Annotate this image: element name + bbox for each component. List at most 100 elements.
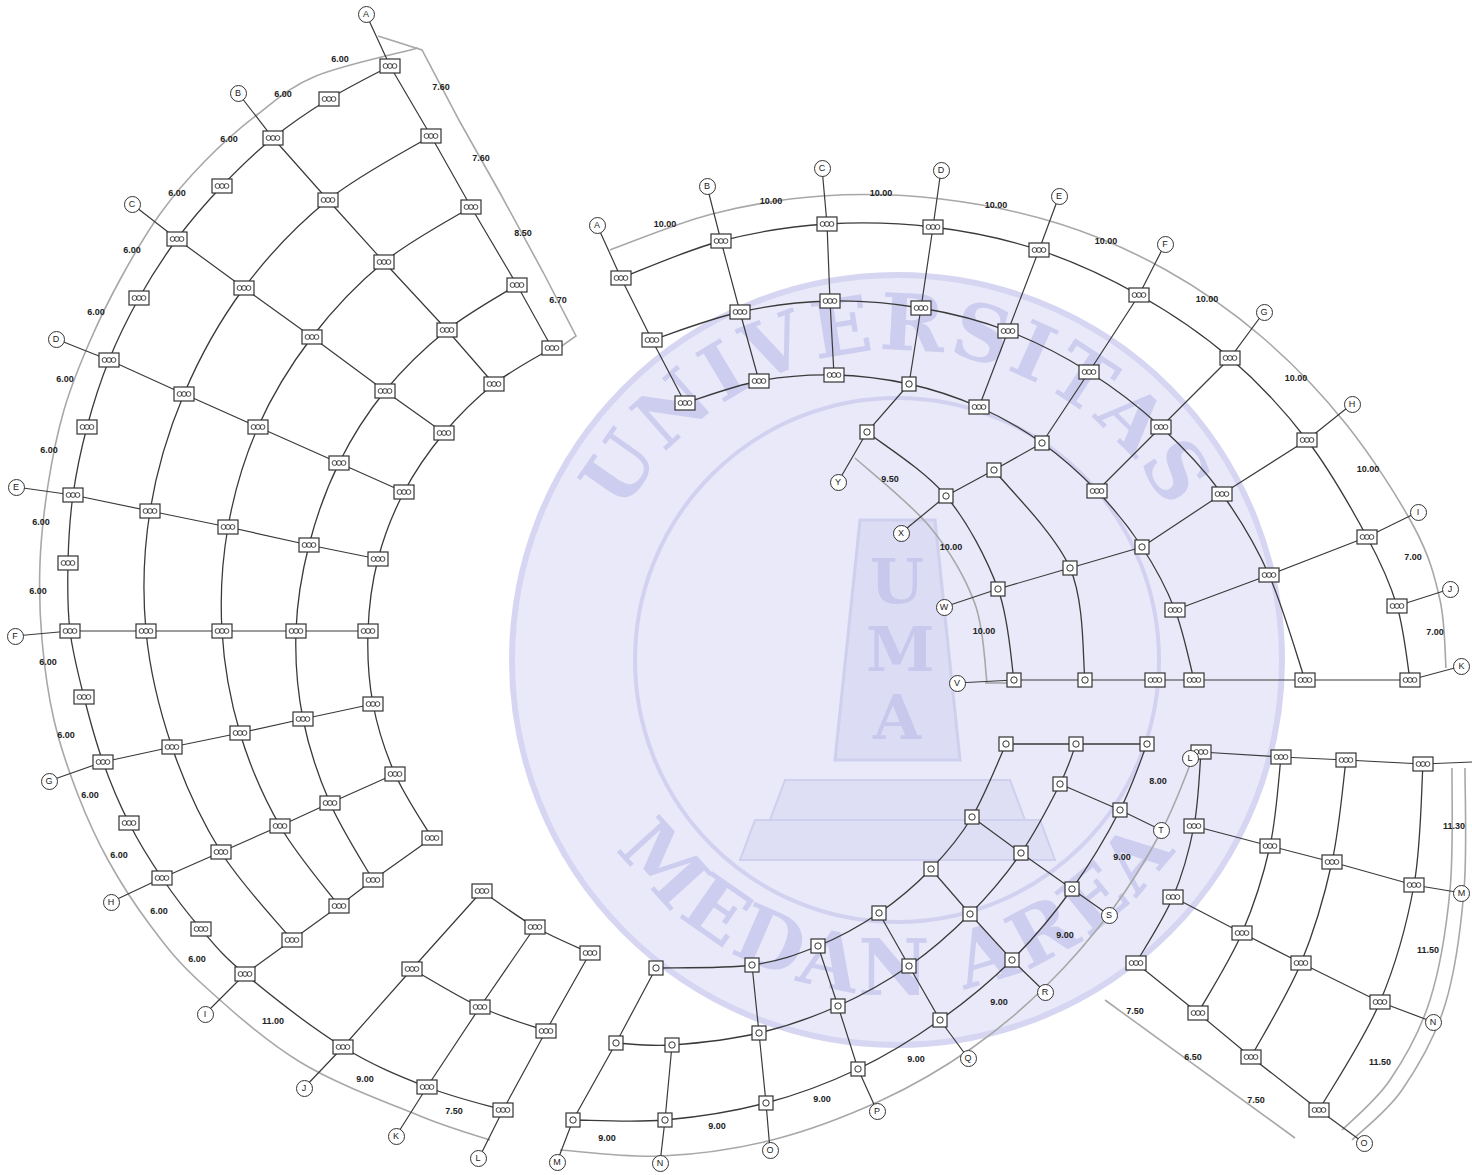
column-box [417,1080,437,1094]
grid-arc [482,891,590,953]
grid-arc [1198,757,1281,1013]
grid-label: T [1158,826,1164,835]
pile [1141,293,1146,298]
grid-bubble: L [1182,750,1199,767]
dimension-value: 6.00 [188,955,206,964]
column-symbol [1259,568,1279,582]
column-symbol [759,1096,773,1110]
column-box [129,291,149,305]
column-symbol [851,1062,865,1076]
dimension-value: 10.00 [973,627,996,636]
column-box [924,862,938,876]
pile [967,911,973,917]
pile [86,695,91,700]
column-box [235,967,255,981]
column-symbol [472,884,492,898]
grid-axis [879,913,968,1058]
column-symbol [1184,819,1204,833]
column-box [752,1026,766,1040]
pile [1321,1108,1326,1113]
grid-axis [909,170,941,384]
grid-axis [1175,512,1418,610]
grid-bubble: K [1453,658,1470,675]
column-symbol [299,538,319,552]
column-symbol [1065,882,1079,896]
grid-axis [1060,784,1161,830]
grid-bubble: W [936,599,953,616]
column-box [811,939,825,953]
pile [1041,248,1046,253]
pile [1307,678,1312,683]
column-box [1212,487,1232,501]
pile [1009,957,1015,963]
dimension-value: 6.00 [39,658,57,667]
column-box [437,323,457,337]
pile [864,429,870,435]
pile [570,1117,576,1123]
column-symbol [811,939,825,953]
dimension-value: 10.00 [870,189,893,198]
pile [995,586,1001,592]
grid-label: E [13,483,19,492]
pile [75,493,80,498]
column-box [525,920,545,934]
grid-bubble: E [8,479,25,496]
grid-bubble: J [1442,581,1459,598]
column-box [380,59,400,73]
dimension-value: 9.00 [708,1122,726,1131]
column-box [1297,433,1317,447]
watermark-path-text: UNIVERSITAS [562,276,1232,523]
column-box [1113,803,1127,817]
column-symbol [1063,561,1077,575]
column-box [162,740,182,754]
dimension-value: 10.00 [1357,465,1380,474]
grid-arc [1319,764,1423,1110]
column-box [484,377,504,391]
dimension-value: 11.00 [262,1017,284,1026]
column-box [282,933,302,947]
pile [131,821,136,826]
column-symbol [939,489,953,503]
column-box [1188,1006,1208,1020]
column-box [320,796,340,810]
dimension-value: 11.30 [1443,822,1465,831]
column-symbol [263,131,283,145]
column-symbol [1087,484,1107,498]
column-box [374,255,394,269]
column-box [675,396,695,410]
column-box [507,278,527,292]
pile [876,910,882,916]
column-symbol [1140,737,1154,751]
column-box [1232,926,1252,940]
pile [906,381,912,387]
column-box [611,271,631,285]
column-symbol [1079,365,1099,379]
column-symbol [1014,846,1028,860]
pile [763,1100,769,1106]
dimension-value: 6.00 [29,587,47,596]
column-symbol [1322,855,1342,869]
dimension-value: 6.00 [274,90,292,99]
dimension-value: 10.00 [1196,295,1219,304]
dimension-value: 7.50 [1247,1096,1265,1105]
column-box [1400,673,1420,687]
column-symbol [1069,737,1083,751]
grid-label: C [129,200,136,209]
dimension-value: 6.00 [40,446,58,455]
column-box [860,425,874,439]
pile [937,1017,943,1023]
grid-bubble: F [1157,236,1174,253]
column-box [1259,568,1279,582]
pile [275,136,280,141]
column-box [1165,603,1185,617]
column-box [363,697,383,711]
pile [449,328,454,333]
dimension-value: 6.00 [81,791,99,800]
pile [1399,604,1404,609]
column-symbol [1241,1050,1261,1064]
pile [749,962,755,968]
dimension-value: 10.00 [985,201,1008,210]
pile [1271,573,1276,578]
dimension-value: 6.00 [123,246,141,255]
grid-axis [979,196,1059,407]
